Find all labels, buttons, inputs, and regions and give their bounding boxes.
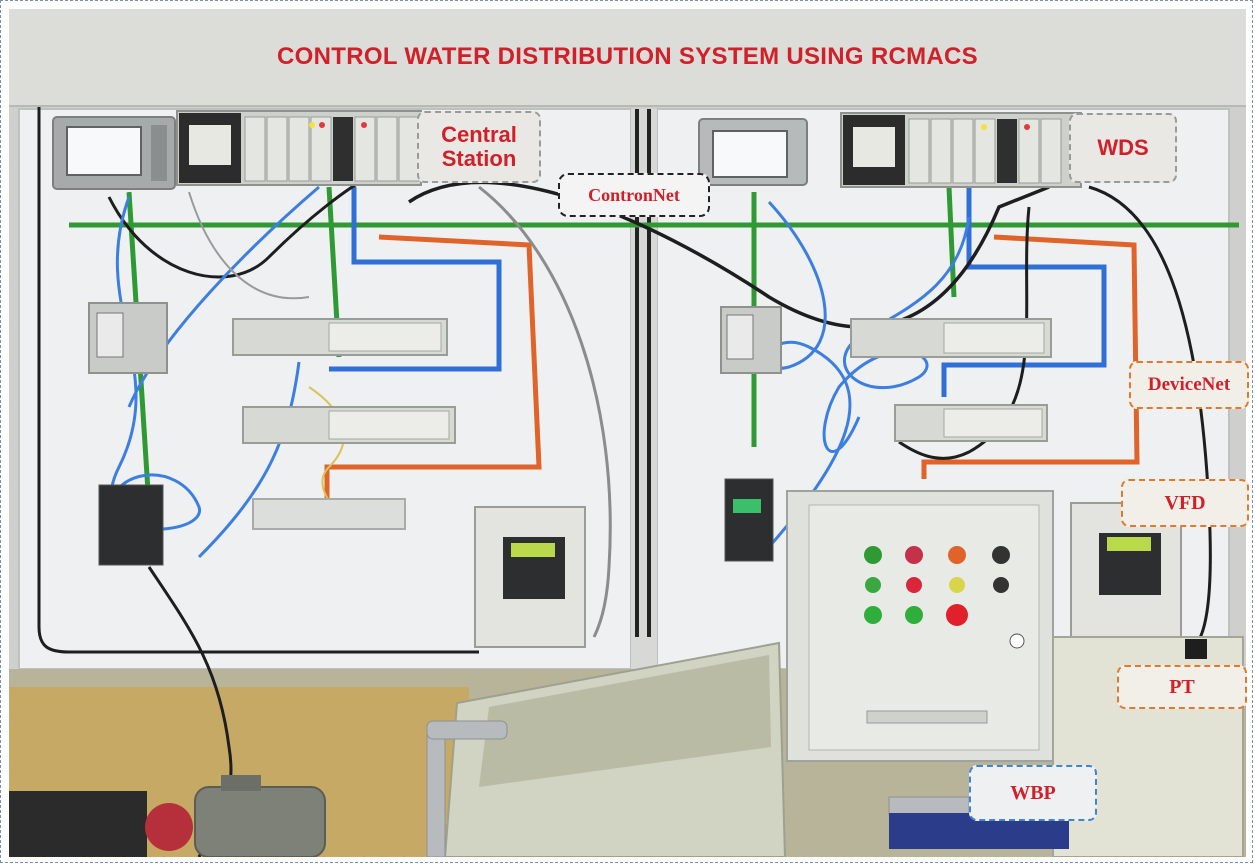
- coupling-red: [145, 803, 193, 851]
- plc-module-l7: [376, 116, 398, 182]
- label-vfd: VFD: [1121, 479, 1249, 527]
- pump-housing: [9, 791, 147, 857]
- switch-ports-left: [96, 312, 124, 358]
- controlnet-left: [329, 187, 502, 372]
- plc-module-r2: [930, 118, 952, 184]
- hmi-keys-left: [151, 125, 167, 181]
- blue-patch-loop-right-2: [822, 216, 971, 453]
- pilot-light-red-1: [905, 546, 923, 564]
- motor-terminal-box: [221, 775, 261, 791]
- plc-module-r4: [974, 118, 996, 184]
- emergency-stop-button: [946, 604, 968, 626]
- vfd-display-right: [1107, 537, 1151, 551]
- blue-patch-left-2: [127, 185, 320, 408]
- plc-module-l6: [354, 116, 376, 182]
- plc-module-l1: [244, 116, 266, 182]
- label-central-station-line2: Station: [441, 146, 517, 171]
- water-tank-inner: [479, 655, 771, 787]
- label-wds: WDS: [1069, 113, 1177, 183]
- hmi-screen-left: [66, 126, 142, 176]
- plc-module-l5: [333, 117, 353, 181]
- selector-switch-1: [992, 546, 1010, 564]
- plc-module-r5: [997, 119, 1017, 183]
- pilot-light-orange-1: [948, 546, 966, 564]
- label-central-station: Central Station: [417, 111, 541, 183]
- selector-switch-2: [993, 577, 1009, 593]
- flex-io-right-1-terminals: [943, 322, 1045, 354]
- flex-io-left-2-terminals: [328, 410, 450, 440]
- pressure-transmitter: [1185, 639, 1207, 659]
- title-banner: CONTROL WATER DISTRIBUTION SYSTEM USING …: [9, 9, 1246, 107]
- label-devicenet: DeviceNet: [1129, 361, 1249, 409]
- powerflex-small-left: [98, 484, 164, 566]
- powerflex-display-small-right: [733, 499, 761, 513]
- blue-patch-left-3: [197, 361, 301, 559]
- label-wds-text: WDS: [1097, 135, 1149, 160]
- pipe-elbow: [426, 720, 508, 740]
- electric-motor: [194, 786, 326, 857]
- vfd-display-left: [511, 543, 555, 557]
- plc-module-r6: [1018, 118, 1040, 184]
- plc-power-label-left: [189, 125, 231, 165]
- lab-bench-photo: [9, 107, 1246, 857]
- flex-io-left-3: [252, 498, 406, 530]
- switch-ports-right: [726, 314, 754, 360]
- control-cabinet-door: [808, 504, 1040, 751]
- flex-io-left-1-terminals: [328, 322, 442, 352]
- push-button-green-2: [905, 606, 923, 624]
- label-pt-text: PT: [1169, 675, 1195, 698]
- pilot-light-yellow-2: [949, 577, 965, 593]
- label-vfd-text: VFD: [1164, 491, 1206, 514]
- pilot-light-green-2: [865, 577, 881, 593]
- devicenet-left: [324, 234, 542, 499]
- pipe-vertical: [426, 724, 446, 857]
- pipe-horizontal: [888, 796, 970, 816]
- plc-module-r1: [908, 118, 930, 184]
- plc-module-l4: [310, 116, 332, 182]
- controlnet-right: [941, 187, 1107, 397]
- hmi-screen-right: [712, 130, 788, 178]
- figure-title: CONTROL WATER DISTRIBUTION SYSTEM USING …: [277, 43, 978, 70]
- powerflex-small-right: [724, 478, 774, 562]
- black-cable-frame: [37, 107, 479, 654]
- label-contronnet: ContronNet: [558, 173, 710, 217]
- ethernet-drop-right-plc: [946, 186, 957, 298]
- black-cable-right: [1088, 185, 1212, 649]
- plc-module-r3: [952, 118, 974, 184]
- plc-module-l3: [288, 116, 310, 182]
- push-button-green: [864, 606, 882, 624]
- pilot-light-green-1: [864, 546, 882, 564]
- devicenet-right: [921, 234, 1140, 479]
- plc-led-l3: [361, 122, 367, 128]
- label-wbp-text: WBP: [1010, 781, 1056, 804]
- label-contronnet-text: ContronNet: [588, 184, 680, 205]
- grey-cable: [478, 185, 612, 638]
- label-pt: PT: [1117, 665, 1247, 709]
- cabinet-lock: [1009, 633, 1025, 649]
- plc-module-l8: [398, 116, 420, 182]
- grey-cable-2: [188, 191, 310, 300]
- plc-module-r7: [1040, 118, 1062, 184]
- controlnet-trunk-cable: [408, 180, 1050, 329]
- plc-led-r2: [1024, 124, 1030, 130]
- black-cable-left: [107, 175, 370, 279]
- label-wbp: WBP: [969, 765, 1097, 821]
- plc-led-r1: [981, 124, 987, 130]
- flex-io-right-2-terminals: [943, 408, 1043, 438]
- label-devicenet-text: DeviceNet: [1147, 374, 1231, 395]
- plc-module-l2: [266, 116, 288, 182]
- plc-led-l2: [319, 122, 325, 128]
- pilot-light-red-2: [906, 577, 922, 593]
- label-central-station-line1: Central: [441, 121, 517, 147]
- plc-power-label-right: [853, 127, 895, 167]
- cabinet-nameplate: [866, 710, 988, 724]
- plc-led-l1: [309, 122, 315, 128]
